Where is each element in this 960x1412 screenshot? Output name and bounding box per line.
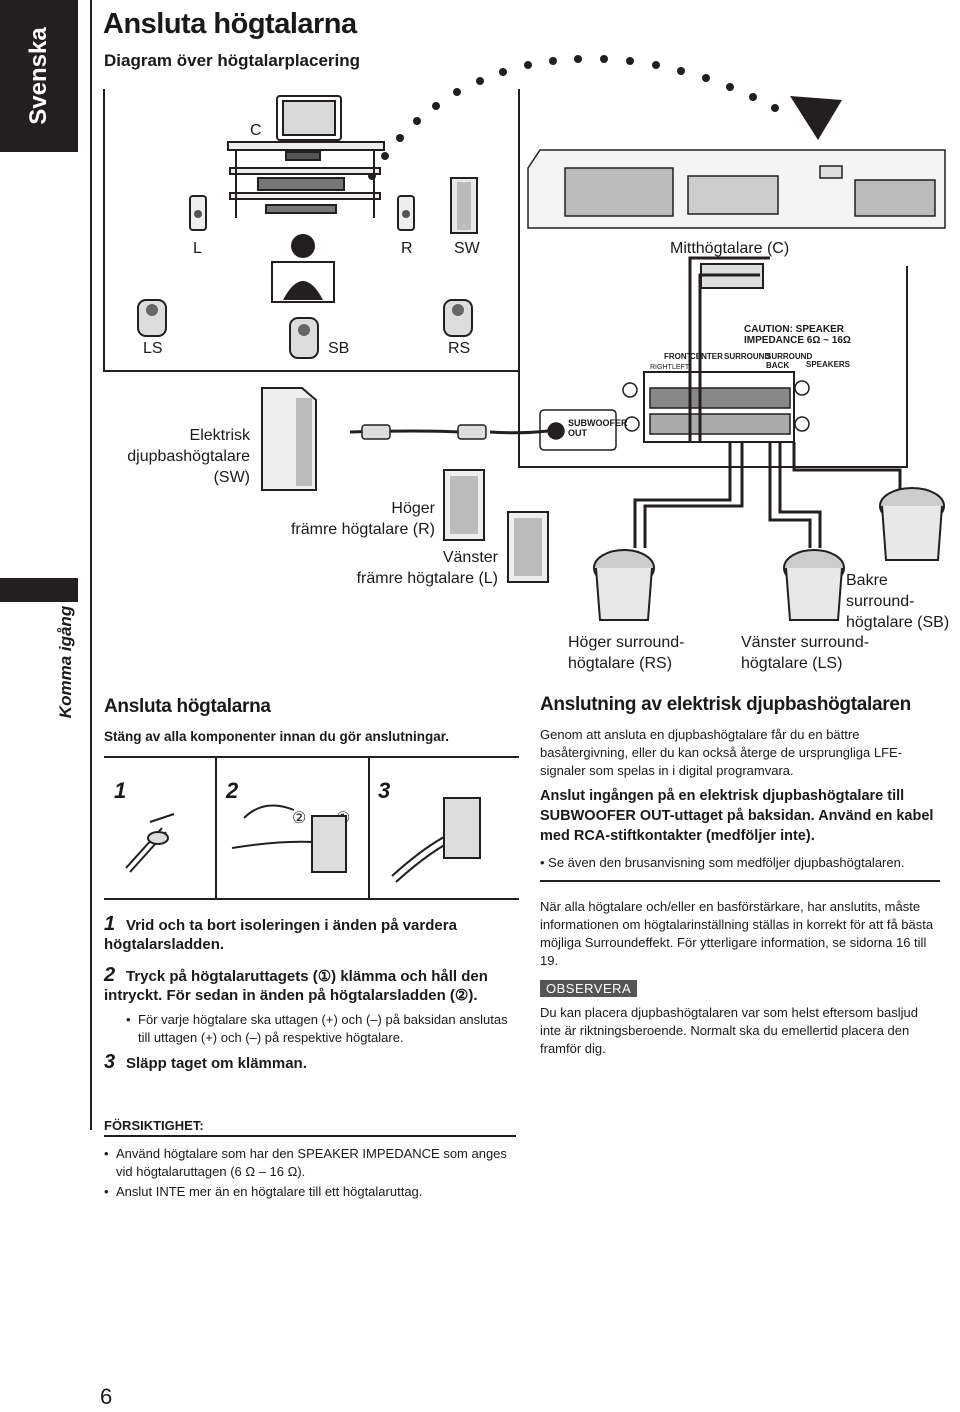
subwoofer-divider — [540, 880, 940, 882]
right-label: RIGHT — [650, 364, 672, 371]
ls-label: Vänster surround- högtalare (LS) — [741, 634, 870, 672]
subwoofer-heading: Anslutning av elektrisk djupbashögtalare… — [540, 694, 911, 715]
front-right-tower-icon — [443, 469, 485, 541]
page-title: Ansluta högtalarna — [103, 8, 357, 40]
rs-label: Höger surround- högtalare (RS) — [568, 634, 685, 672]
sw-label: Elektrisk djupbashögtalare (SW) — [127, 427, 250, 486]
rear-sb-label: Bakre surround- högtalare (SB) — [846, 572, 950, 631]
connect-heading: Ansluta högtalarna — [104, 696, 271, 717]
label-rs: RS — [448, 340, 471, 357]
caution-section: FÖRSIKTIGHET: •Använd högtalare som har … — [104, 1118, 516, 1201]
observera-badge: OBSERVERA — [540, 980, 638, 997]
label-l: L — [193, 240, 202, 257]
caution-rule — [104, 1135, 516, 1137]
connect-pre-note: Stäng av alla komponenter innan du gör a… — [104, 729, 450, 744]
observera-text: Du kan placera djupbashögtalaren var som… — [540, 1005, 918, 1056]
center-speaker-label: Mitthögtalare (C) — [670, 240, 790, 257]
page-subtitle: Diagram över högtalarplacering — [104, 51, 361, 70]
fig-number-1: 1 — [114, 778, 127, 803]
front-right-speaker-icon — [397, 195, 415, 231]
subwoofer-settings-note: När alla högtalare och/eller en basförst… — [540, 899, 934, 968]
margin-rule — [90, 0, 92, 1130]
subwoofer-bullet: • Se även den brusanvisning som medfölje… — [540, 855, 905, 870]
fig-number-3: 3 — [378, 778, 391, 803]
room-frame-left — [103, 89, 105, 371]
caution-heading: FÖRSIKTIGHET: — [104, 1118, 204, 1133]
subwoofer-room-icon — [450, 177, 478, 234]
speaker-placement-diagram — [137, 55, 946, 621]
subwoofer-tower-icon — [261, 387, 317, 491]
rs-pod-icon — [593, 549, 655, 621]
subwoofer-section: Anslutning av elektrisk djupbashögtalare… — [540, 694, 940, 1058]
subwoofer-intro: Genom att ansluta en djupbashögtalare få… — [540, 727, 903, 778]
surround-back-label: SURROUND BACK — [766, 352, 813, 370]
circ-2-label: ② — [292, 810, 307, 827]
surround-label: SURROUND — [724, 352, 771, 361]
label-sw: SW — [454, 240, 480, 257]
step-2-bullet: •För varje högtalare ska uttagen (+) och… — [126, 1012, 508, 1045]
front-label: FRONT — [664, 352, 692, 361]
listener-icon — [271, 234, 335, 303]
receiver-rear-panel — [527, 149, 946, 229]
diagram-frame-left — [518, 89, 520, 467]
subwoofer-out-jack — [539, 409, 617, 451]
wire-steps-illustration — [125, 797, 481, 883]
speaker-terminal-block — [622, 371, 810, 443]
left-label: LEFT — [672, 364, 690, 371]
caution-impedance-label: CAUTION: SPEAKER IMPEDANCE 6Ω ~ 16Ω — [744, 324, 851, 346]
speakers-label: SPEAKERS — [806, 360, 851, 369]
caution-item-2: •Anslut INTE mer än en högtalare till et… — [104, 1184, 423, 1199]
subwoofer-instruction: Anslut ingången på en elektrisk djupbash… — [540, 788, 934, 844]
language-tab: Svenska — [0, 0, 78, 152]
diagram-frame-right — [906, 266, 908, 468]
front-left-speaker-icon — [189, 195, 207, 231]
label-r: R — [401, 240, 413, 257]
front-left-tower-icon — [507, 511, 549, 583]
label-sb: SB — [328, 340, 350, 357]
room-frame-bottom — [103, 370, 519, 372]
fig-number-2: 2 — [226, 778, 239, 803]
chapter-tab-marker — [0, 578, 78, 602]
caution-item-1: •Använd högtalare som har den SPEAKER IM… — [104, 1146, 507, 1179]
tv-stand-icon — [227, 95, 385, 218]
rca-plug-icon — [361, 424, 487, 440]
page-number: 6 — [100, 1384, 113, 1409]
label-c: C — [250, 122, 262, 139]
rs-speaker-icon — [443, 299, 473, 337]
subwoofer-out-label: SUBWOOFER OUT — [568, 418, 628, 438]
diagram-frame-bottom — [518, 466, 908, 468]
step-figure-row: 1 2 3 ② ① — [104, 756, 519, 900]
sb-pod-icon — [879, 487, 945, 561]
center-label: CENTER — [690, 352, 723, 361]
label-ls: LS — [143, 340, 163, 357]
front-left-label: Vänster främre högtalare (L) — [356, 549, 498, 587]
front-right-label: Höger främre högtalare (R) — [290, 500, 435, 538]
ls-speaker-icon — [137, 299, 167, 337]
sb-speaker-icon — [289, 317, 319, 359]
ls-pod-icon — [783, 549, 845, 621]
